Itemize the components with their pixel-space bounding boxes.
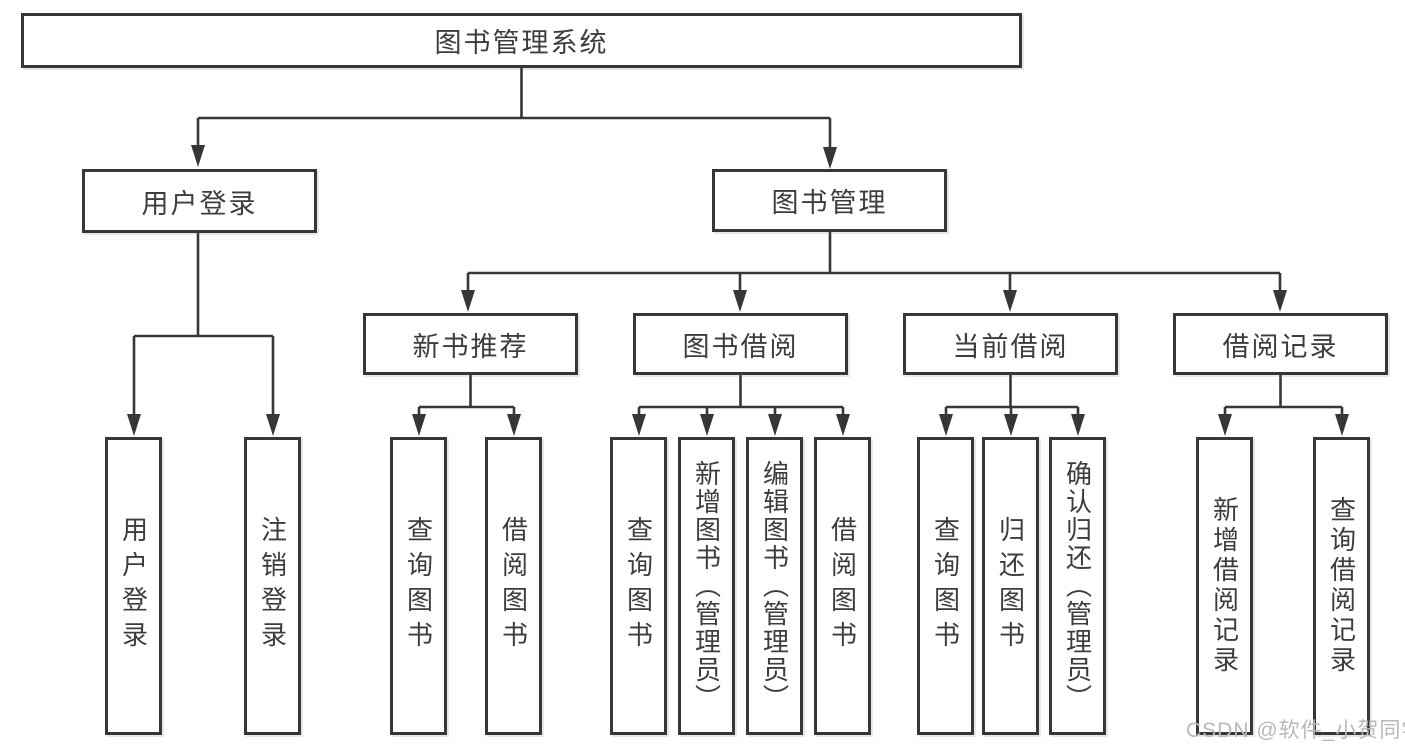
- leaf-borrow-books: 借阅图书: [814, 437, 871, 735]
- arrowhead-icons: [127, 145, 1349, 436]
- leaf-confirm-return-admin: 确认归还（管理员）: [1049, 437, 1106, 735]
- node-label: 图书管理系统: [434, 28, 609, 58]
- node-book-borrowing: 图书借阅: [633, 313, 848, 375]
- leaf-query-books: 查询图书: [610, 437, 667, 735]
- leaf-add-book-admin: 新增图书（管理员）: [678, 437, 735, 735]
- node-label: 用户登录: [141, 188, 258, 219]
- node-label: 图书借阅: [682, 331, 799, 362]
- node-label: 查询借阅记录: [1326, 496, 1357, 676]
- node-label: 用户登录: [118, 516, 149, 656]
- node-new-book-recommend: 新书推荐: [363, 313, 578, 375]
- node-label: 确认归还（管理员）: [1062, 460, 1093, 712]
- leaf-user-login: 用户登录: [105, 437, 162, 735]
- node-borrowing-records: 借阅记录: [1173, 313, 1388, 375]
- leaf-query-borrow-record: 查询借阅记录: [1313, 437, 1370, 735]
- node-book-management: 图书管理: [712, 169, 947, 232]
- node-label: 当前借阅: [952, 331, 1069, 362]
- node-root-library-system: 图书管理系统: [21, 13, 1022, 68]
- node-label: 归还图书: [995, 516, 1026, 656]
- node-user-login: 用户登录: [82, 169, 317, 233]
- node-label: 编辑图书（管理员）: [759, 460, 790, 712]
- tree-edges: [132, 68, 1344, 420]
- node-current-borrowing: 当前借阅: [903, 313, 1118, 375]
- node-label: 查询图书: [623, 516, 654, 656]
- node-label: 新增借阅记录: [1209, 496, 1240, 676]
- node-label: 借阅图书: [827, 516, 858, 656]
- node-label: 借阅记录: [1222, 331, 1339, 362]
- node-label: 新书推荐: [412, 331, 529, 362]
- leaf-query-books: 查询图书: [390, 437, 447, 735]
- node-label: 借阅图书: [498, 516, 529, 656]
- leaf-borrow-books: 借阅图书: [485, 437, 542, 735]
- node-label: 查询图书: [930, 516, 961, 656]
- node-label: 图书管理: [771, 188, 888, 218]
- leaf-logout: 注销登录: [244, 437, 301, 735]
- leaf-add-borrow-record: 新增借阅记录: [1196, 437, 1253, 735]
- leaf-return-books: 归还图书: [982, 437, 1039, 735]
- csdn-watermark: CSDN @软件_小贺同学: [1186, 719, 1405, 742]
- node-label: 注销登录: [257, 516, 288, 656]
- leaf-edit-book-admin: 编辑图书（管理员）: [746, 437, 803, 735]
- leaf-query-books: 查询图书: [917, 437, 974, 735]
- node-label: 查询图书: [403, 516, 434, 656]
- node-label: 新增图书（管理员）: [691, 460, 722, 712]
